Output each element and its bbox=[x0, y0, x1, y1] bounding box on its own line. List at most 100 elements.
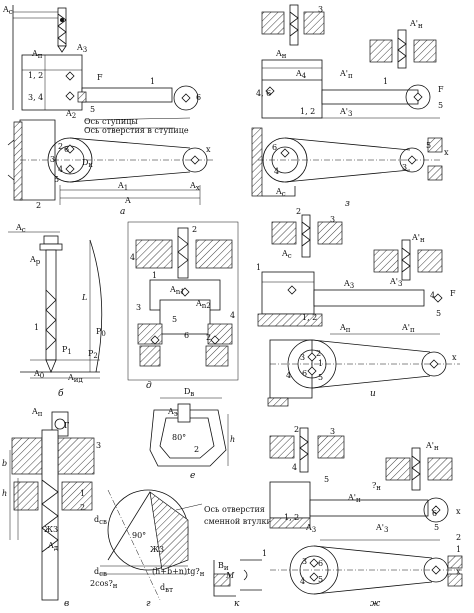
label-5: 5 bbox=[436, 309, 441, 318]
label-x: x bbox=[444, 148, 449, 157]
fixture-block bbox=[21, 54, 83, 111]
label-1: 1 bbox=[34, 323, 39, 332]
label-formula: (h+b+n)tg?н bbox=[152, 567, 205, 578]
note-hole-axis-2: сменной втулки bbox=[204, 517, 272, 526]
label-4b: 4 bbox=[286, 371, 291, 380]
label-Ax: Ax bbox=[189, 181, 200, 192]
caption-b: б bbox=[58, 388, 64, 399]
panel-k: 1 M Bи к bbox=[213, 549, 267, 609]
label-1: 1 bbox=[383, 77, 388, 86]
caption-g: г bbox=[146, 599, 151, 609]
label-x: x bbox=[456, 507, 461, 516]
label-dvt: dвт bbox=[160, 583, 173, 594]
label-1: 1 bbox=[152, 271, 157, 280]
label-Dk: Dк bbox=[82, 158, 93, 169]
label-1-2: 1, 2 bbox=[300, 107, 315, 116]
label-6: 6 bbox=[184, 331, 189, 340]
label-M: M bbox=[225, 571, 235, 580]
note-hole-axis: Ось отверстия в ступице bbox=[84, 126, 189, 135]
label-A0: A0 bbox=[33, 369, 44, 380]
label-4: 4 bbox=[274, 167, 279, 176]
label-dcv: dсв bbox=[94, 515, 107, 526]
label-1: 1 bbox=[150, 77, 155, 86]
label-5b: 5 bbox=[426, 141, 431, 150]
panel-zh: 2 3 4 5 A'н A'н ?н 1, 2 A3 A'3 6 5 x 4 3… bbox=[269, 425, 463, 609]
label-h: h bbox=[2, 489, 7, 498]
label-A3: A3 bbox=[305, 523, 316, 534]
label-A2: A2 bbox=[65, 109, 76, 120]
label-Zh3: Ж3 bbox=[150, 545, 164, 554]
label-4b: 4 bbox=[230, 311, 235, 320]
label-A4: A4 bbox=[295, 69, 307, 80]
label-5: 5 bbox=[324, 475, 329, 484]
label-5b: 5 bbox=[54, 175, 59, 184]
caption-zh: ж bbox=[370, 599, 381, 609]
panel-a: Aс Aп A3 F 1 1, 2 3, 4 5 6 A2 Ось ступиц… bbox=[2, 5, 215, 217]
label-A3p: A'3 bbox=[339, 107, 352, 118]
label-Db: Dв bbox=[184, 387, 194, 398]
label-1-2: 1, 2 bbox=[28, 71, 43, 80]
label-6: 6 bbox=[272, 143, 277, 152]
label-5b: 5 bbox=[318, 373, 323, 382]
label-2: 2 bbox=[294, 425, 299, 434]
label-1-2: 1, 2 bbox=[302, 313, 317, 322]
label-P0: P0 bbox=[96, 327, 106, 338]
label-A3: A3 bbox=[76, 43, 87, 54]
label-Zh3: Ж3 bbox=[44, 525, 58, 534]
label-3b: 3 bbox=[302, 557, 307, 566]
label-dsv: dсв bbox=[94, 567, 107, 578]
drill-tool bbox=[57, 7, 67, 53]
panel-b: Aс Aр L 1 P0 P1 P2 A0 Aид б bbox=[8, 223, 106, 399]
label-denominator: 2cos?н bbox=[90, 579, 118, 590]
label-2: 2 bbox=[58, 142, 63, 151]
label-Ac: Aс bbox=[2, 5, 13, 16]
caption-k: к bbox=[234, 599, 240, 609]
label-3-4: 3, 4 bbox=[28, 93, 43, 102]
label-6: 6 bbox=[196, 93, 201, 102]
label-P2: P2 bbox=[88, 349, 98, 360]
panel-z: 3 A'н Aн A4 A'п 1 F 4, 6 5 1, 2 A'3 6 4 … bbox=[251, 4, 449, 209]
label-5b: 5 bbox=[434, 523, 439, 532]
label-5c: 5 bbox=[318, 575, 323, 584]
label-Aid: Aид bbox=[67, 373, 83, 384]
label-3: 3 bbox=[96, 441, 101, 450]
label-F: F bbox=[97, 73, 103, 82]
label-3: 3 bbox=[50, 155, 55, 164]
label-Ac: Aс bbox=[15, 223, 26, 234]
note-hole-axis-1: Ось отверстия bbox=[204, 505, 265, 514]
label-4: 4 bbox=[130, 253, 135, 262]
label-1: 1 bbox=[256, 263, 261, 272]
label-2: 2 bbox=[192, 225, 197, 234]
label-1: 1 bbox=[456, 545, 461, 554]
label-A: A'н bbox=[347, 493, 361, 504]
label-1: 1 bbox=[80, 489, 85, 498]
label-5: 5 bbox=[438, 101, 443, 110]
label-3: 3 bbox=[330, 215, 335, 224]
panel-i: 2 3 Aс A'н 1 A3 A'3 4 F 1, 2 5 Aп A'п 3 … bbox=[256, 207, 460, 407]
label-2c: 2 bbox=[36, 201, 41, 210]
label-G: Г bbox=[64, 421, 69, 430]
panel-e: Dв Aэ 80° h 2 е bbox=[149, 387, 235, 481]
label-An-prime: A'н bbox=[411, 233, 425, 244]
label-3: 3 bbox=[136, 303, 141, 312]
label-Ac: Aс bbox=[281, 249, 292, 260]
label-4: 4 bbox=[430, 291, 435, 300]
caption-a: а bbox=[120, 207, 125, 217]
label-6b: 6 bbox=[64, 145, 69, 154]
caption-v: в bbox=[64, 599, 69, 609]
label-5: 5 bbox=[172, 315, 177, 324]
label-P1: P1 bbox=[62, 345, 72, 356]
label-1b: 1 bbox=[318, 359, 323, 368]
label-h: h bbox=[230, 435, 235, 444]
label-2b: 2 bbox=[316, 349, 321, 358]
label-Ac: Aс bbox=[275, 187, 286, 198]
label-x2: x bbox=[456, 567, 461, 576]
label-2b: 2 bbox=[206, 333, 211, 342]
label-A1: A1 bbox=[117, 181, 128, 192]
label-4: 4 bbox=[58, 165, 63, 174]
label-90: 90° bbox=[132, 531, 146, 540]
label-2: 2 bbox=[296, 207, 301, 216]
label-Ap: ?н bbox=[372, 481, 381, 492]
label-A3p: A'3 bbox=[375, 523, 388, 534]
